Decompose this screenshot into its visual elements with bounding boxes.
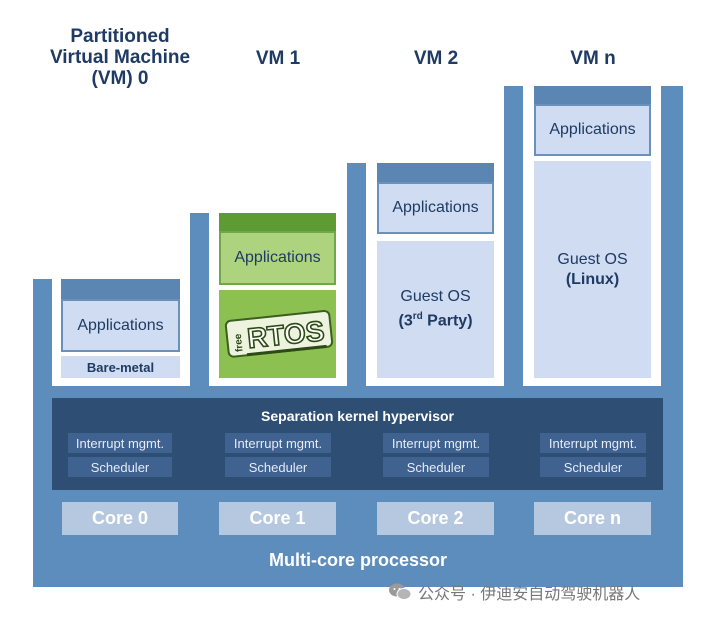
vm0-topbar	[61, 279, 180, 299]
vm2-topbar	[377, 163, 494, 182]
scheduler-0: Scheduler	[68, 457, 172, 477]
interrupt-mgmt-1: Interrupt mgmt.	[225, 433, 331, 453]
scheduler-n: Scheduler	[540, 457, 646, 477]
interrupt-mgmt-n: Interrupt mgmt.	[540, 433, 646, 453]
vmn-header: VM n	[570, 48, 616, 69]
interrupt-mgmt-2-label: Interrupt mgmt.	[391, 435, 481, 451]
vmn-guest-os: Guest OS (Linux)	[534, 161, 651, 378]
interrupt-mgmt-0: Interrupt mgmt.	[68, 433, 172, 453]
vmn-guest-os-detail: (Linux)	[565, 270, 620, 288]
watermark-text: 公众号 · 伊迪安自动驾驶机器人	[418, 586, 641, 603]
scheduler-2: Scheduler	[383, 457, 489, 477]
vm0-applications-box: Applications	[61, 299, 180, 352]
core-1: Core 1	[219, 502, 336, 535]
vm1-applications-label: Applications	[234, 249, 321, 266]
vmn-applications-box: Applications	[534, 104, 651, 156]
wechat-icon	[389, 583, 412, 600]
vmn-applications-label: Applications	[549, 121, 636, 138]
scheduler-1-label: Scheduler	[248, 459, 308, 475]
core-1-label: Core 1	[249, 508, 306, 528]
vm2-applications-label: Applications	[392, 199, 479, 216]
scheduler-2-label: Scheduler	[406, 459, 466, 475]
core-0: Core 0	[62, 502, 178, 535]
scheduler-1: Scheduler	[225, 457, 331, 477]
vm1-applications-box: Applications	[219, 231, 336, 285]
freertos-logo-icon: free RTOS	[224, 309, 334, 358]
vm0-header-line1: Partitioned	[70, 26, 170, 47]
interrupt-mgmt-n-label: Interrupt mgmt.	[548, 435, 638, 451]
vm2-detail-pre: (3	[398, 312, 413, 330]
vm0-header-line2: Virtual Machine	[49, 47, 191, 68]
vm2-guest-os-label: Guest OS	[400, 288, 471, 306]
watermark: 公众号 · 伊迪安自动驾驶机器人	[388, 579, 718, 605]
scheduler-0-label: Scheduler	[90, 459, 150, 475]
vm0-bare-metal: Bare-metal	[61, 356, 180, 378]
vm1-topbar	[219, 213, 336, 231]
vm2-guest-os-detail: (3rd Party)	[398, 307, 472, 331]
core-2: Core 2	[377, 502, 494, 535]
interrupt-mgmt-2: Interrupt mgmt.	[383, 433, 489, 453]
interrupt-mgmt-0-label: Interrupt mgmt.	[75, 435, 165, 451]
vm2-header: VM 2	[413, 48, 459, 69]
core-0-label: Core 0	[91, 508, 149, 528]
core-2-label: Core 2	[407, 508, 464, 528]
vm2-detail-sup: rd	[412, 311, 423, 323]
vm0-applications-label: Applications	[77, 316, 164, 334]
rtos-logo-underline	[246, 344, 327, 357]
vm1-rtos-box: free RTOS	[219, 290, 336, 378]
processor-label: Multi-core processor	[268, 550, 448, 570]
vmn-guest-os-label: Guest OS	[557, 250, 628, 268]
core-n: Core n	[534, 502, 651, 535]
vm2-guest-os: Guest OS (3rd Party)	[377, 241, 494, 378]
vm1-header: VM 1	[255, 48, 301, 69]
vm0-header: Partitioned Virtual Machine (VM) 0	[40, 26, 200, 89]
vm2-detail-post: Party)	[422, 312, 473, 330]
vmn-topbar	[534, 86, 651, 104]
vm0-header-line3: (VM) 0	[91, 68, 149, 89]
scheduler-n-label: Scheduler	[563, 459, 623, 475]
vm2-applications-box: Applications	[377, 182, 494, 234]
hypervisor-title: Separation kernel hypervisor	[261, 408, 454, 424]
interrupt-mgmt-1-label: Interrupt mgmt.	[233, 435, 323, 451]
rtos-logo-prefix: free	[233, 333, 246, 353]
core-n-label: Core n	[563, 508, 621, 528]
vm0-bare-metal-label: Bare-metal	[86, 359, 155, 375]
